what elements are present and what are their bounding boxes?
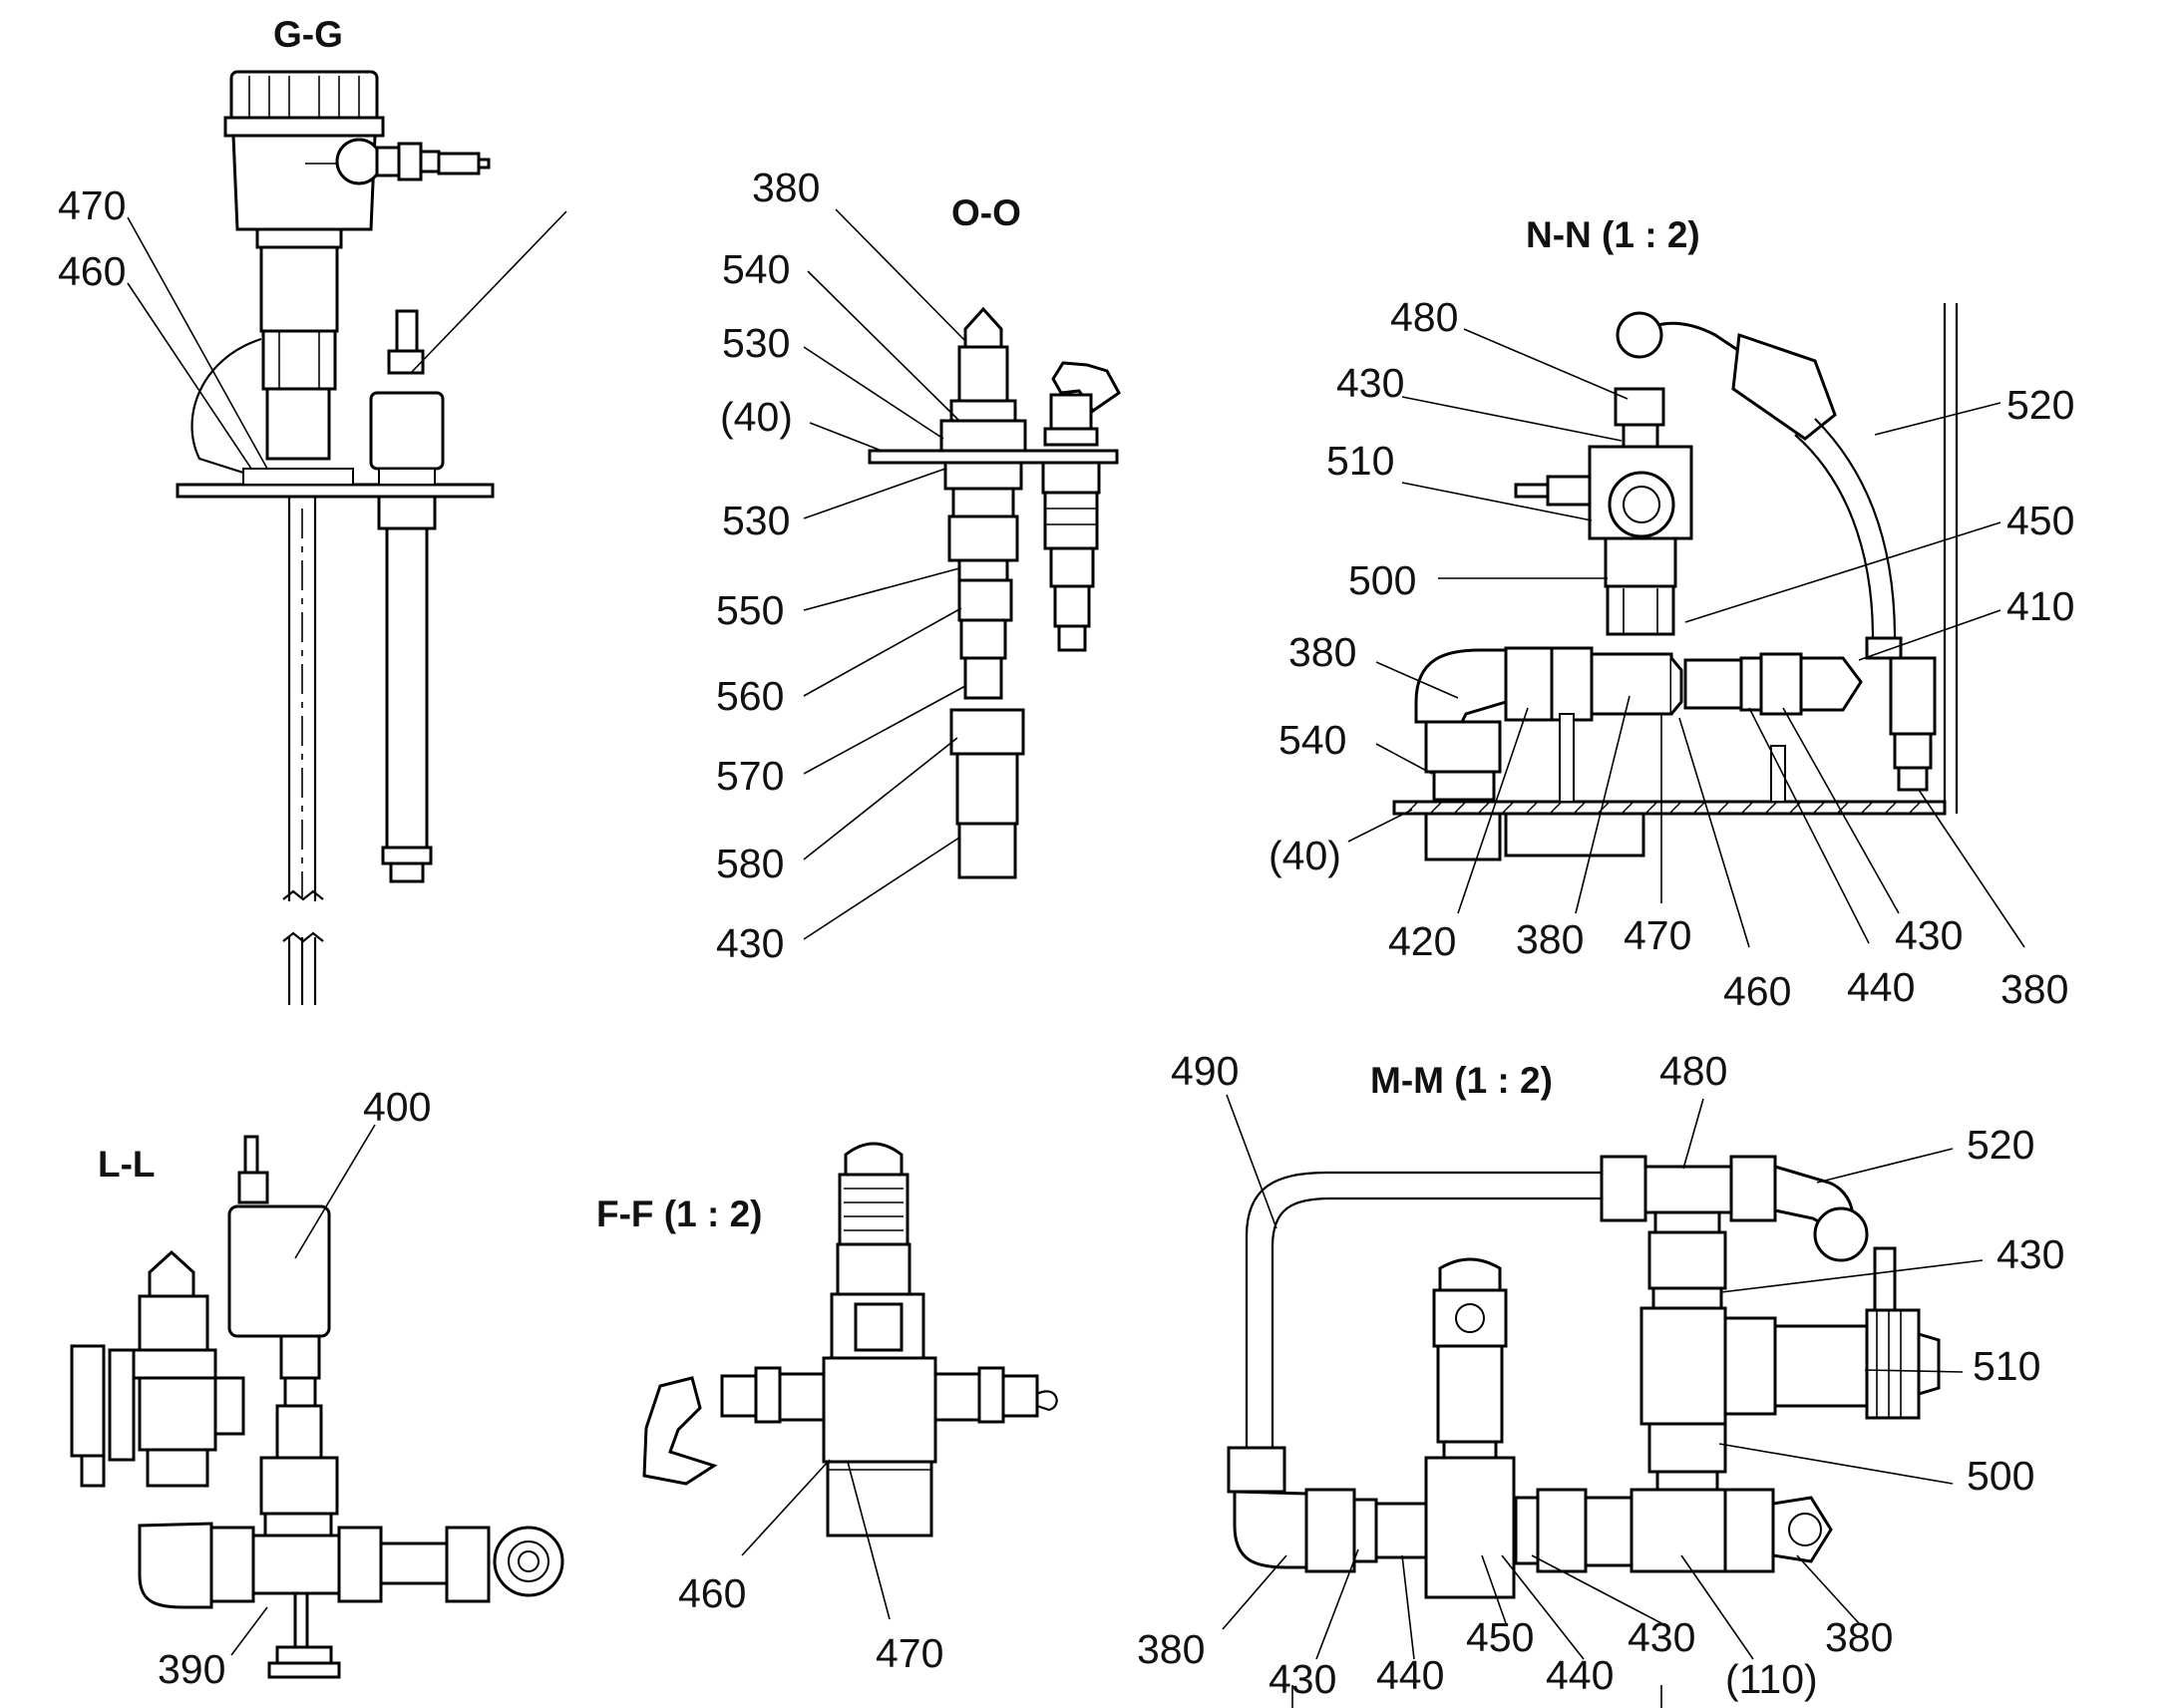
callout-470: 470 — [58, 182, 126, 228]
callout-430: 430 — [716, 920, 784, 966]
section-title-oo: O-O — [951, 192, 1021, 233]
callout-530: 530 — [722, 320, 790, 366]
callout-460: 460 — [678, 1570, 746, 1616]
callout-520: 520 — [1967, 1122, 2034, 1168]
callout-40: (40) — [720, 394, 793, 440]
callout-530b: 530 — [722, 498, 790, 543]
ff-right-arm — [933, 1366, 1058, 1424]
gg-side-instrument — [369, 309, 445, 883]
callout-440: 440 — [1847, 964, 1915, 1010]
ll-manifold — [138, 1522, 564, 1679]
callout-430c: 430 — [1628, 1614, 1695, 1660]
oo-valve-stack — [868, 306, 1119, 879]
mm-bottom-run — [1233, 1488, 1833, 1573]
ff-sensor — [822, 1142, 937, 1537]
callout-420: 420 — [1388, 918, 1456, 964]
section-mm: M-M (1 : 2) — [1137, 1048, 2064, 1708]
gg-sensor-head — [223, 70, 491, 231]
callout-110: (110) — [1725, 1656, 1818, 1702]
callout-570: 570 — [716, 753, 784, 799]
ff-left-arm — [642, 1366, 826, 1486]
callout-510: 510 — [1973, 1343, 2040, 1389]
section-gg: G-G — [58, 14, 567, 1005]
nn-hose — [1626, 321, 1903, 660]
callout-480: 480 — [1390, 294, 1458, 340]
callout-500: 500 — [1348, 557, 1416, 603]
mm-solenoid-450 — [1424, 1257, 1516, 1599]
section-title-ff: F-F (1 : 2) — [596, 1194, 762, 1234]
callout-380b: 380 — [1825, 1614, 1893, 1660]
section-title-ll: L-L — [98, 1144, 156, 1185]
section-oo: O-O — [716, 165, 1121, 966]
callout-450: 450 — [1466, 1614, 1534, 1660]
callout-470: 470 — [876, 1630, 943, 1676]
callout-540: 540 — [1278, 717, 1346, 763]
nn-horizontal-run — [1414, 646, 1937, 802]
callout-460: 460 — [58, 248, 126, 294]
mm-bypass-tube — [1227, 1171, 1602, 1494]
callout-460: 460 — [1723, 968, 1791, 1014]
section-ff: F-F (1 : 2) 460 470 — [596, 1142, 1058, 1676]
callout-550: 550 — [716, 587, 784, 633]
section-title-mm: M-M (1 : 2) — [1370, 1060, 1553, 1101]
callout-380c: 380 — [2000, 966, 2068, 1012]
section-title-gg: G-G — [273, 14, 343, 55]
callout-440: 440 — [1376, 1652, 1444, 1698]
callout-40: (40) — [1269, 833, 1341, 878]
nn-valve-body — [1514, 311, 1693, 636]
ll-left-valve — [70, 1249, 245, 1488]
oo-right-fitting — [1041, 361, 1121, 652]
callout-480: 480 — [1659, 1048, 1727, 1094]
callout-390: 390 — [158, 1646, 225, 1692]
callout-510: 510 — [1326, 438, 1394, 484]
mm-valve-510 — [1639, 1246, 1941, 1492]
callout-470: 470 — [1624, 912, 1691, 958]
callout-430: 430 — [1336, 360, 1404, 406]
callout-380: 380 — [1288, 629, 1356, 675]
callout-430: 430 — [1997, 1231, 2064, 1277]
callout-560: 560 — [716, 673, 784, 719]
callout-380: 380 — [752, 165, 820, 210]
gg-stem — [255, 227, 343, 461]
callout-500: 500 — [1967, 1453, 2034, 1499]
callout-450: 450 — [2006, 498, 2074, 543]
gg-dip-tube — [282, 497, 324, 1005]
ll-solenoid — [227, 1135, 339, 1557]
callout-490: 490 — [1171, 1048, 1239, 1094]
callout-540: 540 — [722, 246, 790, 292]
callout-440b: 440 — [1546, 1652, 1614, 1698]
section-title-nn: N-N (1 : 2) — [1526, 214, 1700, 255]
callout-430b: 430 — [1895, 912, 1963, 958]
nn-mounting-frame — [1392, 303, 1959, 861]
gg-flange-plate — [176, 483, 495, 499]
section-ll: L-L — [70, 1084, 564, 1692]
callout-380b: 380 — [1516, 916, 1584, 962]
section-nn: N-N (1 : 2) — [1269, 214, 2074, 1014]
callout-520: 520 — [2006, 382, 2074, 428]
callout-400: 400 — [363, 1084, 431, 1130]
callout-410: 410 — [2006, 583, 2074, 629]
callout-380: 380 — [1137, 1626, 1205, 1672]
callout-580: 580 — [716, 841, 784, 886]
mm-top-tee — [1600, 1155, 1869, 1310]
callout-430b: 430 — [1269, 1656, 1336, 1702]
